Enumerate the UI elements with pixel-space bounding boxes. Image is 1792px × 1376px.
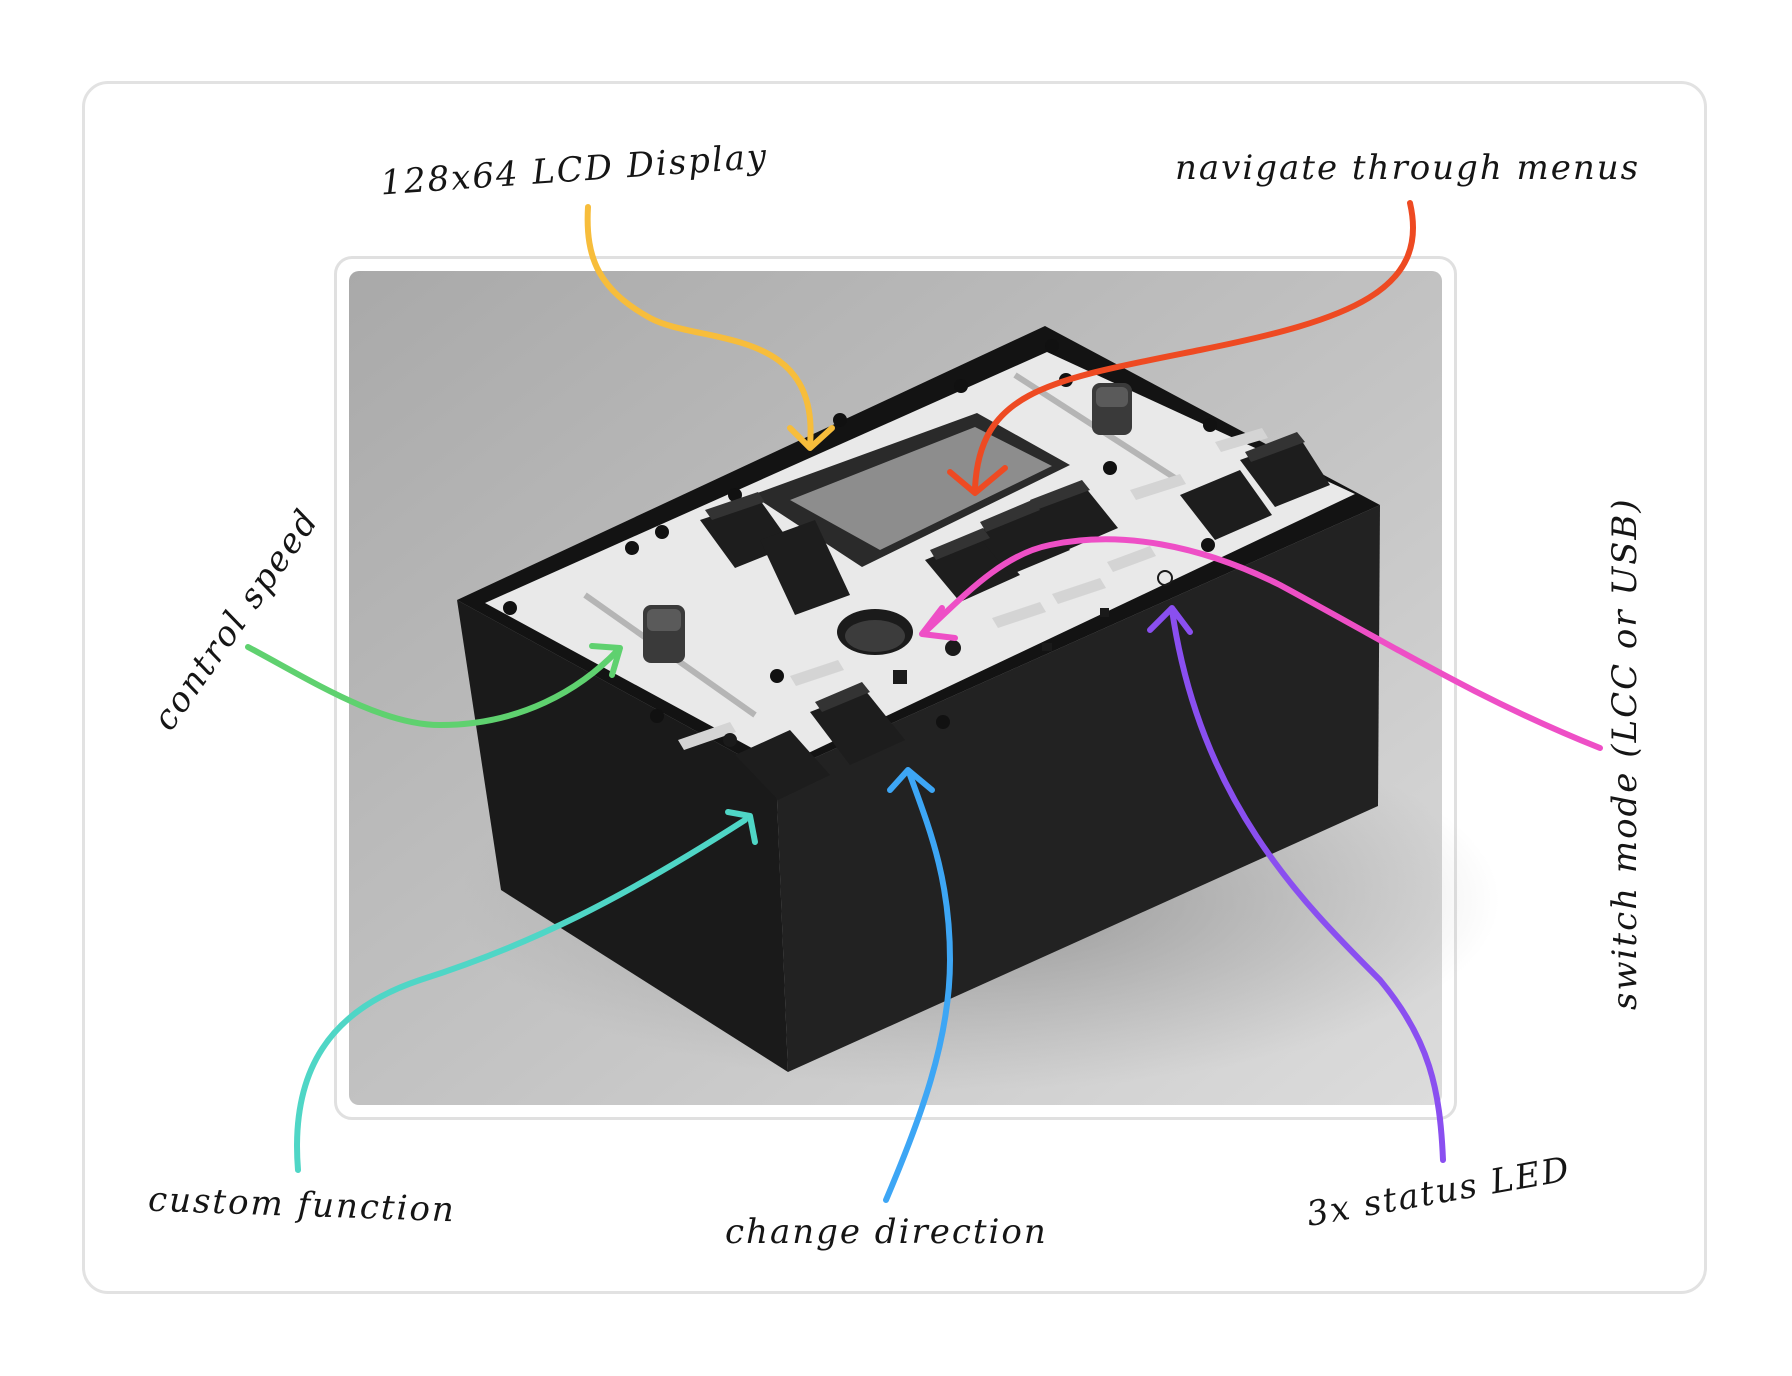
custom-function-arrow bbox=[294, 817, 748, 1173]
navigate-menus-arrow bbox=[972, 200, 1417, 491]
control-speed-arrow bbox=[245, 644, 621, 728]
status-led-arrow bbox=[1169, 607, 1446, 1163]
change-direction-arrow bbox=[883, 772, 953, 1203]
status-led-windows bbox=[678, 428, 1268, 750]
label-change-direction: change direction bbox=[725, 1212, 1048, 1252]
keycaps-bottom-left bbox=[735, 682, 905, 800]
keycaps-right bbox=[1180, 432, 1330, 540]
lcd-screen bbox=[790, 427, 1052, 550]
screws bbox=[503, 339, 1217, 729]
plate-icons bbox=[723, 570, 1173, 747]
keycaps-top-left bbox=[700, 492, 850, 615]
enclosure-left-face bbox=[457, 600, 788, 1072]
label-navigate-menus: navigate through menus bbox=[1175, 148, 1641, 188]
switch-mode-arrow bbox=[922, 536, 1603, 751]
label-switch-mode: switch mode (LCC or USB) bbox=[1605, 497, 1645, 1010]
enclosure-front-face bbox=[776, 505, 1380, 1072]
slider-left bbox=[583, 592, 757, 718]
lcd-display-arrow bbox=[584, 204, 814, 448]
